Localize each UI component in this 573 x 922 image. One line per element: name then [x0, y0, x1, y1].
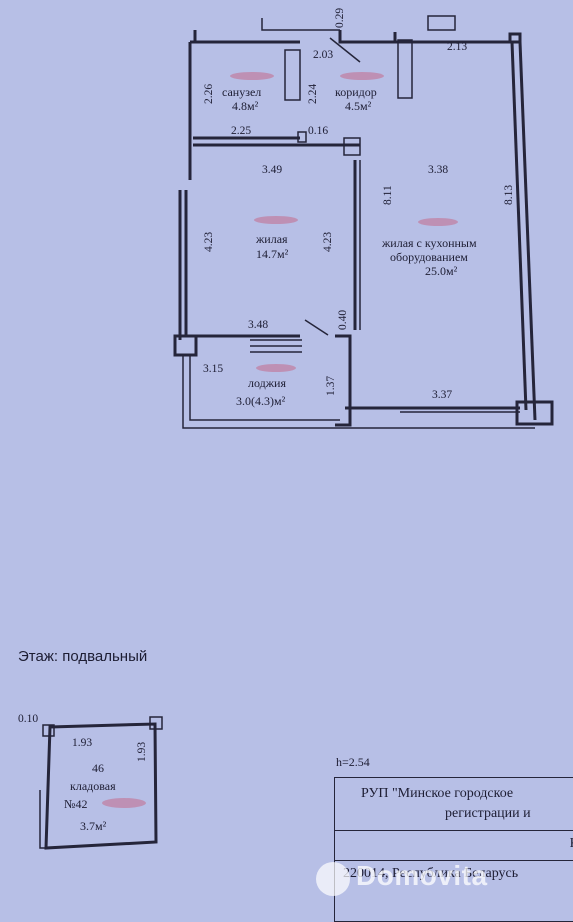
- loggia-area: 3.0(4.3)м²: [236, 394, 286, 408]
- title-block-row: 220014, Республика Беларусь: [335, 860, 573, 900]
- kitchen-living-name-1: жилая с кухонным: [381, 236, 477, 250]
- dim-label: 3.38: [428, 164, 448, 176]
- storage-code: №42: [64, 797, 87, 811]
- storage-name: кладовая: [70, 779, 116, 793]
- dim-label: 0.10: [18, 713, 38, 725]
- storage-walls: [39, 716, 163, 850]
- dim-label: 0.29: [334, 8, 346, 28]
- bathroom-name: санузел: [222, 85, 261, 99]
- floor-label: Этаж: подвальный: [18, 648, 148, 665]
- dim-label: 0.16: [308, 125, 328, 137]
- org-address: 220014, Республика Беларусь: [343, 866, 519, 881]
- watermark: Domovita: [356, 860, 488, 891]
- apartment-walls: [173, 15, 554, 429]
- corridor-area: 4.5м²: [345, 99, 372, 113]
- redaction-marks: [102, 72, 458, 808]
- dim-label: 8.11: [382, 185, 394, 205]
- dim-label: 8.13: [503, 185, 515, 205]
- storage-area: 3.7м²: [80, 819, 107, 833]
- storage-number: 46: [92, 761, 104, 775]
- dim-label: 3.48: [248, 319, 268, 331]
- loggia-name: лоджия: [248, 376, 286, 390]
- kitchen-living-area: 25.0м²: [425, 264, 458, 278]
- dim-label: 3.49: [262, 164, 282, 176]
- dim-label: 0.40: [337, 310, 349, 330]
- dim-label: 3.15: [203, 363, 223, 375]
- dim-label: 4.23: [322, 232, 334, 252]
- dim-label: 1.93: [72, 737, 92, 749]
- dim-label: 2.26: [203, 84, 215, 104]
- dim-label: 1.93: [136, 742, 148, 762]
- dim-label: 2.25: [231, 125, 251, 137]
- dim-label: 2.24: [307, 84, 319, 104]
- living-name: жилая: [255, 232, 288, 246]
- dim-label: 4.23: [203, 232, 215, 252]
- org-name-cont: регистрации и: [445, 806, 531, 821]
- title-block: РУП "Минское городское регистрации и К 2…: [334, 777, 573, 922]
- title-block-row: РУП "Минское городское регистрации и: [335, 778, 573, 831]
- dim-label: 3.37: [432, 389, 452, 401]
- bathroom-area: 4.8м²: [232, 99, 259, 113]
- stamp-letter: К: [570, 836, 573, 852]
- corridor-name: коридор: [335, 85, 377, 99]
- dim-label: 2.13: [447, 41, 467, 53]
- watermark-logo-icon: [316, 862, 350, 896]
- dim-label: 1.37: [325, 376, 337, 396]
- title-block-row: К: [335, 830, 573, 861]
- org-name: РУП "Минское городское: [361, 786, 514, 801]
- ceiling-height: h=2.54: [336, 755, 370, 769]
- dim-label: 2.03: [313, 49, 333, 61]
- kitchen-living-name-2: оборудованием: [390, 250, 468, 264]
- living-area: 14.7м²: [256, 247, 289, 261]
